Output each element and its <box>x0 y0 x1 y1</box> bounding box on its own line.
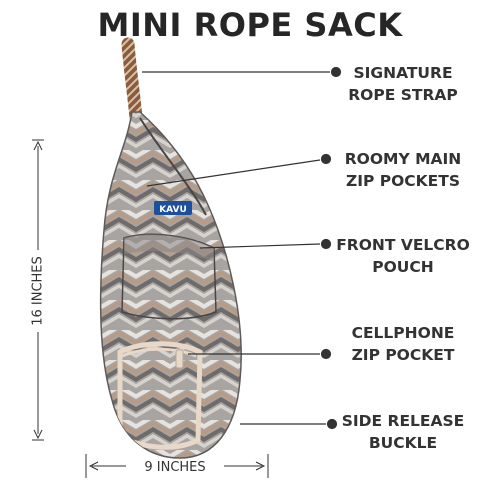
leader-main-zip <box>146 159 321 187</box>
height-dimension-label: 16 INCHES <box>31 256 46 326</box>
leader-velcro-pouch <box>199 243 321 249</box>
callout-line: SIGNATURE <box>353 64 453 82</box>
callout-leader-lines <box>142 66 342 430</box>
callout-line: BUCKLE <box>368 434 438 452</box>
rope-strap <box>121 37 143 125</box>
callout-line: CELLPHONE <box>351 324 455 342</box>
callout-cellphone-zip-pocket: CELLPHONE ZIP POCKET <box>328 322 478 366</box>
callout-signature-rope-strap: SIGNATURE ROPE STRAP <box>328 62 478 106</box>
width-dimension <box>85 454 269 478</box>
callout-line: ZIP POCKETS <box>345 172 460 190</box>
leader-cellphone-pocket-dot <box>320 348 332 360</box>
page-title: MINI ROPE SACK <box>97 6 403 44</box>
height-dimension <box>32 139 44 441</box>
callout-line: ROPE STRAP <box>348 86 458 104</box>
brand-label-text: KAVU <box>159 205 187 215</box>
callout-front-velcro-pouch: FRONT VELCRO POUCH <box>328 234 478 278</box>
callout-line: ROOMY MAIN <box>344 150 462 168</box>
callout-side-release-buckle: SIDE RELEASE BUCKLE <box>328 410 478 454</box>
bag-body: KAVU <box>99 111 242 459</box>
leader-velcro-pouch-dot <box>320 238 332 250</box>
callout-line: FRONT VELCRO <box>336 236 470 254</box>
leader-main-zip-dot <box>320 153 332 165</box>
callout-line: SIDE RELEASE <box>341 412 465 430</box>
brand-label: KAVU <box>154 201 192 215</box>
callout-roomy-main-zip-pockets: ROOMY MAIN ZIP POCKETS <box>328 148 478 192</box>
leader-side-buckle-dot <box>326 418 338 430</box>
callout-line: POUCH <box>372 258 434 276</box>
width-dimension-label: 9 INCHES <box>144 460 205 475</box>
leader-rope-strap-dot <box>330 66 342 78</box>
callout-line: ZIP POCKET <box>351 346 455 364</box>
